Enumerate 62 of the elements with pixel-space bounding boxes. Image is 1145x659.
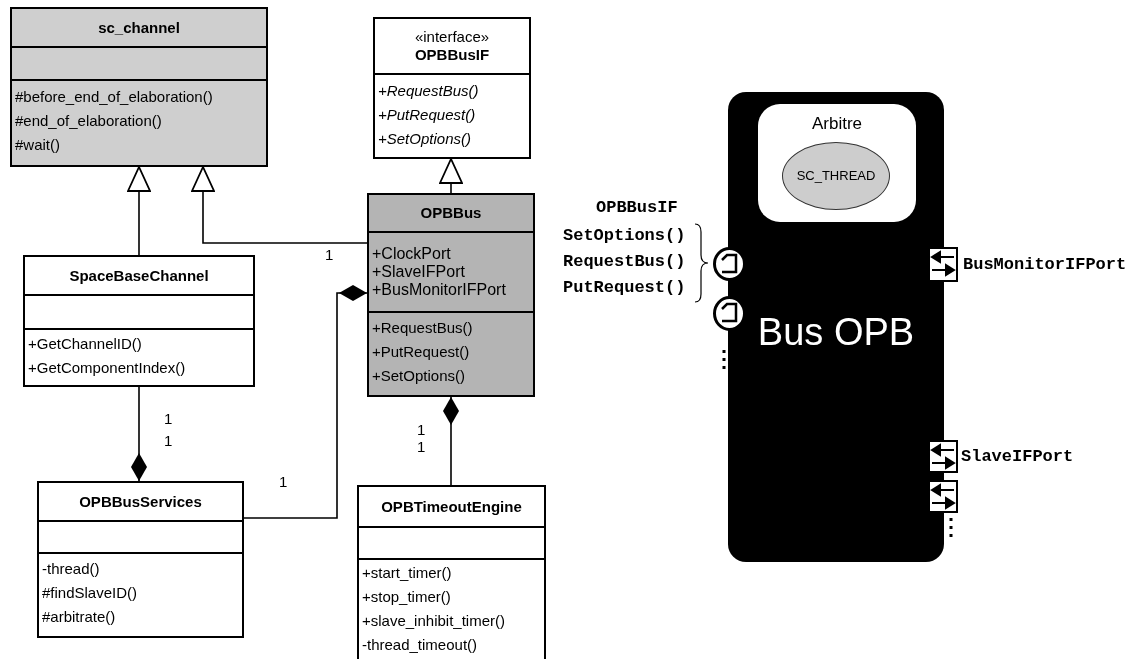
class-name: OPBBus [419, 204, 483, 222]
provided-port-icon [713, 247, 746, 281]
bidirectional-port-icon [928, 480, 958, 513]
thread-label: SC_THREAD [796, 168, 876, 184]
operation-text: +PutRequest() [378, 105, 477, 125]
class-name: SpaceBaseChannel [68, 266, 210, 285]
operation-text: +GetChannelID() [28, 333, 143, 354]
operation-text: +SetOptions() [378, 129, 472, 149]
composition-line [243, 285, 368, 519]
inheritance-arrow [439, 158, 463, 194]
component-block [728, 92, 944, 562]
operation-text: #wait() [15, 135, 61, 155]
operation-text: #arbitrate() [42, 607, 117, 627]
class-name: OPBTimeoutEngine [380, 497, 523, 516]
operation-text: +stop_timer() [362, 587, 452, 607]
operation-text: +slave_inhibit_timer() [362, 611, 506, 631]
operation-label: PutRequest() [563, 278, 686, 298]
operation-text: +RequestBus() [372, 318, 474, 338]
provided-port-icon [713, 296, 746, 331]
operation-text: +start_timer() [362, 563, 453, 583]
operation-text: #before_end_of_elaboration() [15, 87, 214, 107]
multiplicity-label: 1 [164, 432, 173, 450]
port-label: SlaveIFPort [961, 447, 1074, 467]
composition-line [131, 386, 147, 482]
attribute-text: +ClockPort [372, 245, 452, 263]
process-panel [758, 104, 916, 222]
operation-text: +SetOptions() [372, 366, 466, 386]
operation-text: +PutRequest() [372, 342, 471, 362]
operation-text: +RequestBus() [378, 81, 480, 101]
class-name: OPBBusServices [78, 492, 203, 511]
operation-text: +GetComponentIndex() [28, 357, 187, 378]
operation-text: -thread_timeout() [362, 635, 479, 655]
class-box [23, 255, 255, 387]
class-box [10, 7, 268, 167]
class-name: OPBBusIF [413, 46, 491, 64]
multiplicity-label: 1 [417, 438, 426, 456]
multiplicity-label: 1 [417, 421, 426, 439]
panel-title: Arbitre [810, 114, 864, 134]
composition-line [443, 396, 459, 486]
inheritance-arrow [127, 166, 151, 256]
multiplicity-label: 1 [279, 473, 288, 491]
class-name: sc_channel [97, 18, 181, 37]
port-label: BusMonitorIFPort [963, 255, 1127, 275]
attribute-text: +SlaveIFPort [372, 263, 466, 281]
bidirectional-port-icon [928, 440, 958, 473]
attribute-text: +BusMonitorIFPort [372, 281, 507, 299]
bidirectional-port-icon [928, 247, 958, 282]
class-box [37, 481, 244, 638]
operation-label: RequestBus() [563, 252, 686, 272]
multiplicity-label: 1 [164, 410, 173, 428]
class-box [373, 17, 531, 159]
interface-label: OPBBusIF [596, 198, 678, 218]
component-name: Bus OPB [756, 310, 916, 354]
operation-text: #findSlaveID() [42, 583, 139, 603]
inheritance-arrow [191, 166, 368, 244]
operation-label: SetOptions() [563, 226, 686, 246]
class-box [367, 193, 535, 397]
operation-text: -thread() [42, 559, 101, 579]
multiplicity-label: 1 [325, 246, 334, 264]
operation-text: #end_of_elaboration() [15, 111, 163, 131]
stereotype-label: «interface» [413, 28, 491, 46]
class-box [357, 485, 546, 659]
